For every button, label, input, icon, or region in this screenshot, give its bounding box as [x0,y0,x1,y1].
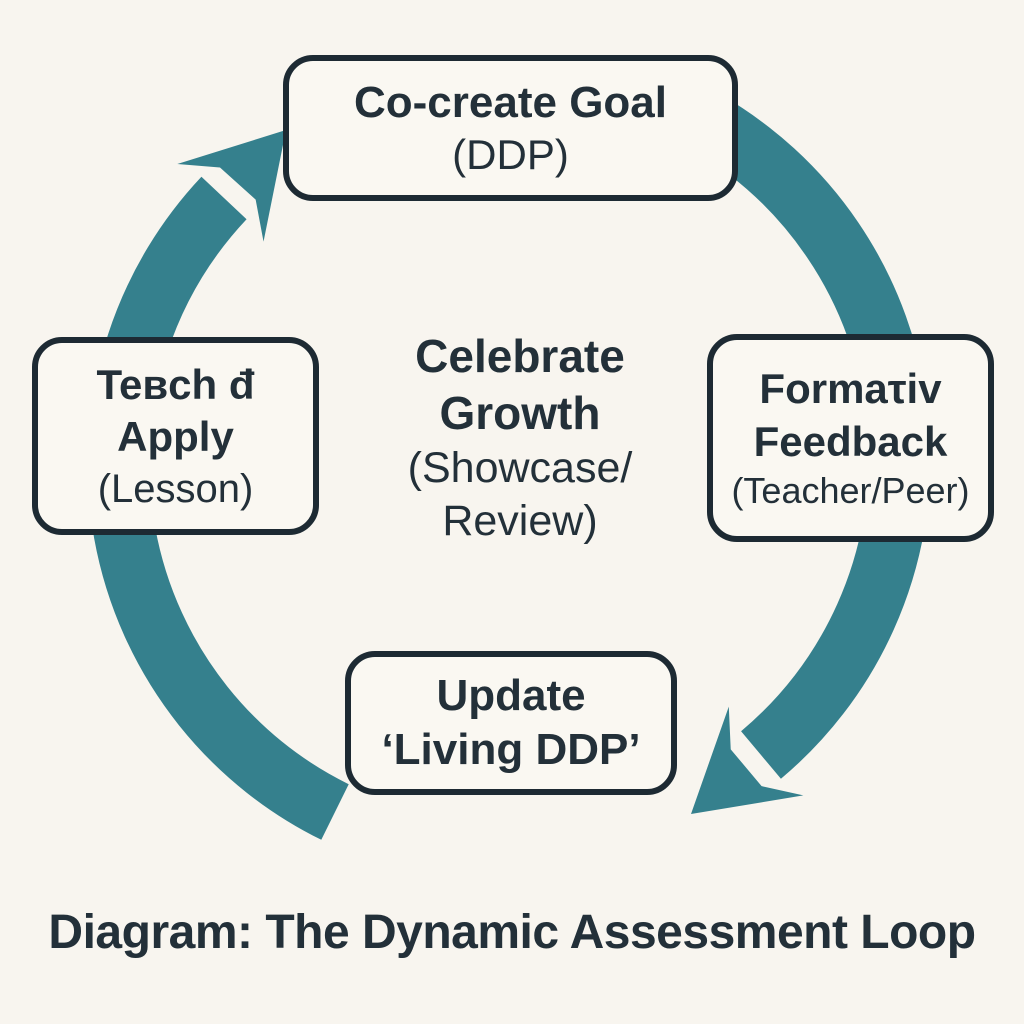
node-teach-apply-line3: (Lesson) [97,466,254,511]
node-teach-apply: Teвch đ Apply (Lesson) [32,337,319,535]
node-formative-feedback-line3: (Teacher/Peer) [731,470,970,511]
node-update-living-ddp: Update ‘Living DDP’ [345,651,677,795]
center-label-line3: (Showcase/ [407,444,633,493]
arrow-down-left-icon [691,706,804,814]
node-co-create-goal: Co-create Goal (DDP) [283,55,738,201]
node-update-living-ddp-line1: Update [436,671,586,721]
node-co-create-goal-line1: Co-create Goal [354,77,667,127]
center-label-line1: Celebrate [415,330,625,382]
center-label-line4: Review) [442,497,598,546]
node-teach-apply-line1: Teвch đ [96,360,255,408]
node-formative-feedback-line2: Feedback [753,417,948,465]
diagram-caption: Diagram: The Dynamic Assessment Loop [48,906,976,959]
node-formative-feedback-line1: Formaτiv [759,365,942,412]
node-teach-apply-line2: Apply [117,413,234,460]
center-label-celebrate-growth: Celebrate Growth (Showcase/ Review) [352,328,688,549]
arrow-up-right-icon [177,130,286,242]
node-formative-feedback: Formaτiv Feedback (Teacher/Peer) [707,334,994,542]
node-co-create-goal-line2: (DDP) [452,131,569,179]
node-update-living-ddp-line2: ‘Living DDP’ [381,725,641,774]
center-label-line2: Growth [439,387,601,440]
